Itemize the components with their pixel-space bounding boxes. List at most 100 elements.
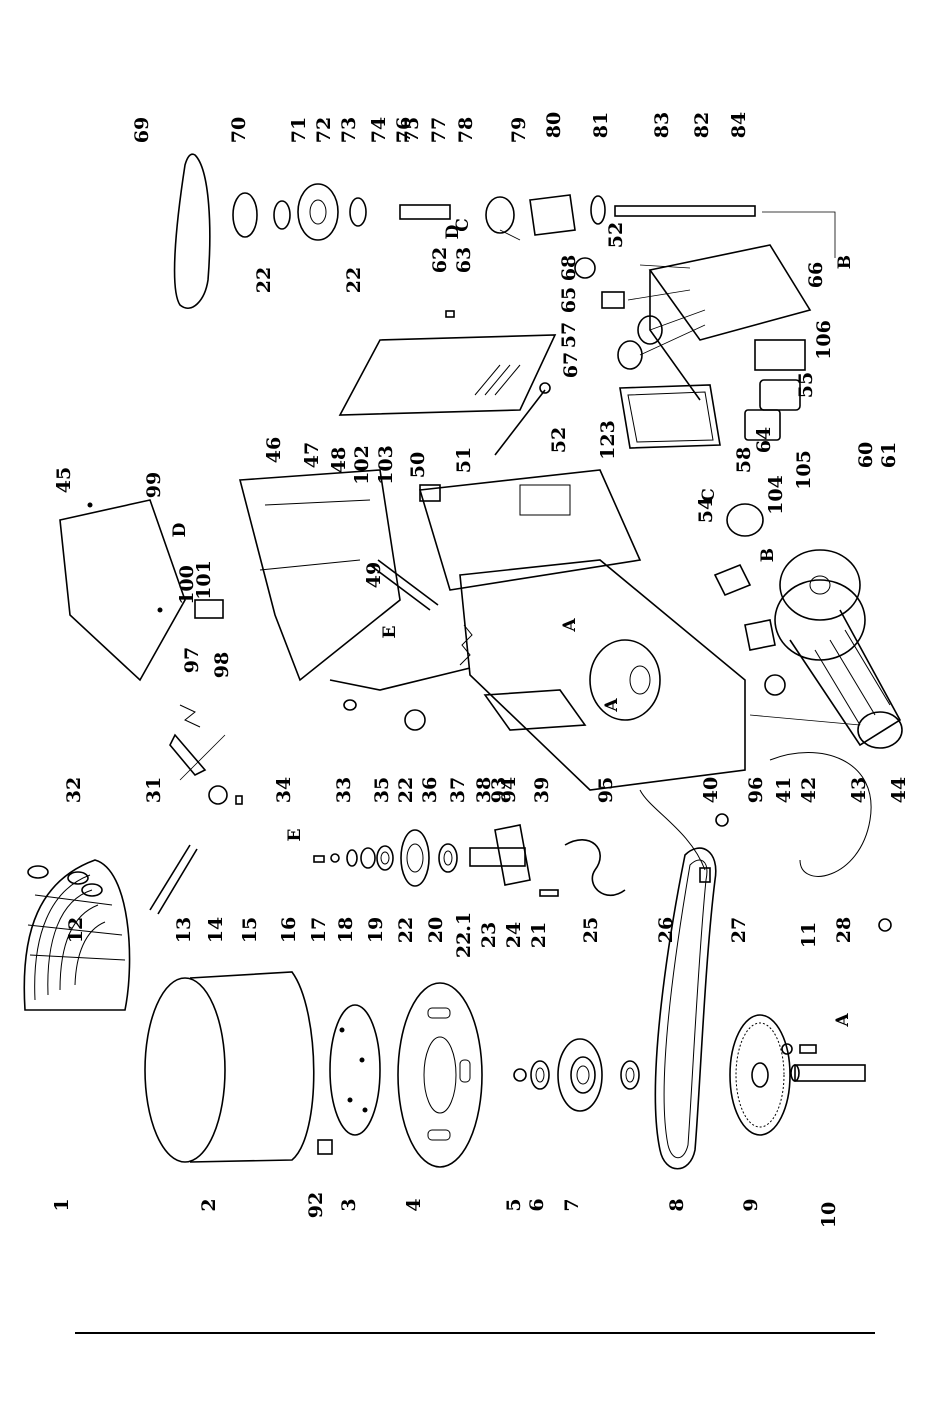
callout-14: 14 — [205, 917, 227, 943]
callout-105: 105 — [793, 450, 815, 490]
part-6b-bearing — [620, 1060, 640, 1090]
part-123-gasket — [619, 384, 721, 449]
part-75-spindle — [399, 204, 451, 220]
part-7-hub-flange — [557, 1038, 603, 1112]
leader-lines — [179, 211, 861, 781]
callout-32: 32 — [63, 777, 85, 803]
part-5-circlip — [513, 1068, 527, 1082]
callout-42: 42 — [798, 777, 820, 803]
callout-49: 49 — [363, 562, 385, 588]
callout-25: 25 — [580, 917, 602, 943]
callout-57: 57 — [558, 322, 580, 348]
callout-36: 36 — [419, 777, 441, 803]
callout-37: 37 — [447, 777, 469, 803]
callout-102: 102 — [351, 445, 373, 485]
part-92-screw — [317, 1139, 333, 1155]
callout-67: 67 — [560, 352, 582, 378]
reference-letter-b: B — [758, 548, 778, 562]
callout-81: 81 — [590, 112, 612, 138]
callout-54: 54 — [695, 497, 717, 523]
callout-68: 68 — [558, 255, 580, 281]
callout-83: 83 — [651, 112, 673, 138]
part-4-disc — [397, 982, 483, 1168]
part-97-switch — [194, 599, 224, 619]
callout-73: 73 — [338, 117, 360, 143]
reference-letter-d: D — [170, 522, 190, 537]
callout-72: 72 — [313, 117, 335, 143]
reference-letter-a: A — [560, 618, 580, 633]
callout-96: 96 — [745, 777, 767, 803]
part-58-plate — [726, 503, 764, 537]
callout-63: 63 — [453, 247, 475, 273]
callout-101: 101 — [193, 560, 215, 600]
callout-77: 77 — [428, 117, 450, 143]
part-35-knob — [404, 709, 426, 731]
part-63-side-panel — [338, 334, 557, 416]
part-gearbox-block — [418, 469, 642, 591]
part-65-bracket — [601, 291, 625, 309]
part-40-main-housing — [459, 559, 746, 791]
callout-100: 100 — [176, 565, 198, 605]
part-78-gear — [485, 196, 515, 234]
callout-74: 74 — [368, 117, 390, 143]
callout-22: 22 — [395, 777, 417, 803]
part-106-board — [754, 339, 806, 371]
callout-10: 10 — [818, 1202, 840, 1228]
reference-letter-e: E — [380, 625, 400, 638]
part-80-flange — [529, 194, 576, 236]
callout-3: 3 — [338, 1198, 360, 1211]
callout-69: 69 — [131, 117, 153, 143]
callout-1: 1 — [51, 1198, 73, 1211]
callout-27: 27 — [728, 917, 750, 943]
part-41-bushing — [764, 674, 786, 696]
callout-94: 94 — [498, 777, 520, 803]
callout-24: 24 — [503, 922, 525, 948]
callout-92: 92 — [305, 1192, 327, 1218]
part-69-chain — [173, 153, 211, 309]
part-68-knob — [574, 257, 596, 279]
part-17-washer — [330, 853, 340, 863]
callout-80: 80 — [543, 112, 565, 138]
callout-98: 98 — [211, 652, 233, 678]
callout-18: 18 — [335, 917, 357, 943]
part-83-shaft — [614, 205, 756, 217]
callout-28: 28 — [833, 917, 855, 943]
part-49-gas-spring — [369, 559, 439, 611]
part-22-1-bearing — [438, 843, 458, 873]
callout-2: 2 — [198, 1198, 220, 1211]
callout-61: 61 — [878, 442, 900, 468]
callout-35: 35 — [371, 777, 393, 803]
callout-51: 51 — [453, 447, 475, 473]
callout-50: 50 — [407, 452, 429, 478]
callout-62: 62 — [429, 247, 451, 273]
part-25-dough-hook — [564, 839, 626, 897]
part-67-coupling — [617, 340, 643, 370]
part-8-chain — [654, 847, 717, 1170]
callout-22-1: 22.1 — [453, 912, 475, 958]
part-22-bearing-a — [376, 845, 394, 871]
part-33-lever — [329, 667, 471, 691]
callout-60: 60 — [855, 442, 877, 468]
part-22-bearing-top-b — [349, 197, 367, 227]
callout-45: 45 — [53, 467, 75, 493]
part-34-screw — [343, 699, 357, 711]
part-43-bracket — [744, 619, 776, 651]
callout-20: 20 — [425, 917, 447, 943]
reference-letter-c: C — [453, 218, 473, 232]
callout-46: 46 — [263, 437, 285, 463]
part-1-guard-cage — [23, 859, 131, 1011]
callout-7: 7 — [561, 1198, 583, 1211]
callout-44: 44 — [888, 777, 910, 803]
callout-15: 15 — [239, 917, 261, 943]
part-71-pulley — [297, 183, 339, 241]
callout-71: 71 — [288, 117, 310, 143]
part-70-sprocket — [232, 192, 258, 238]
callout-76: 76 — [393, 117, 415, 143]
part-15-pin — [235, 795, 243, 805]
part-10-shaft — [790, 1064, 866, 1082]
part-18-washer — [346, 849, 358, 867]
callout-103: 103 — [375, 445, 397, 485]
part-54-bracket — [713, 563, 752, 597]
callout-6: 6 — [526, 1198, 548, 1211]
